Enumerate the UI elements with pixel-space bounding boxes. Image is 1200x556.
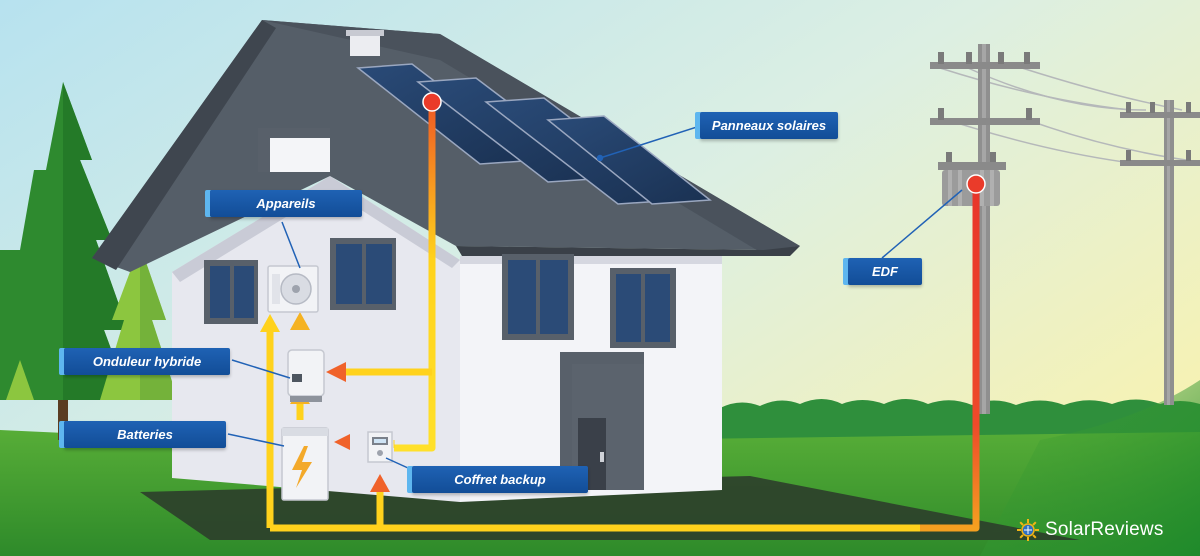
grid-flow-line [920,174,986,532]
label-panneaux-solaires: Panneaux solaires [700,112,838,139]
meter-icon [372,437,388,456]
sun-logo-icon [1017,519,1039,541]
backup-box [367,431,393,463]
label-batteries: Batteries [64,421,226,448]
brand-name: SolarReviews [1045,519,1164,540]
solar-panels [356,63,712,205]
house [92,20,800,502]
leader-lines [227,125,963,469]
ac-unit [267,265,319,313]
lightning-bolt-icon [292,446,312,488]
label-appareils: Appareils [210,190,362,217]
trees-left [0,82,178,440]
utility-poles [930,44,1200,414]
label-onduleur-hybride: Onduleur hybride [64,348,230,375]
label-edf: EDF [848,258,922,285]
label-coffret-backup: Coffret backup [412,466,588,493]
hybrid-inverter [287,349,325,402]
lawn-corner [980,380,1200,556]
windows [204,238,676,348]
equipment [267,265,393,501]
brand-logo: SolarReviews [1016,514,1186,546]
hedge [720,399,1200,440]
